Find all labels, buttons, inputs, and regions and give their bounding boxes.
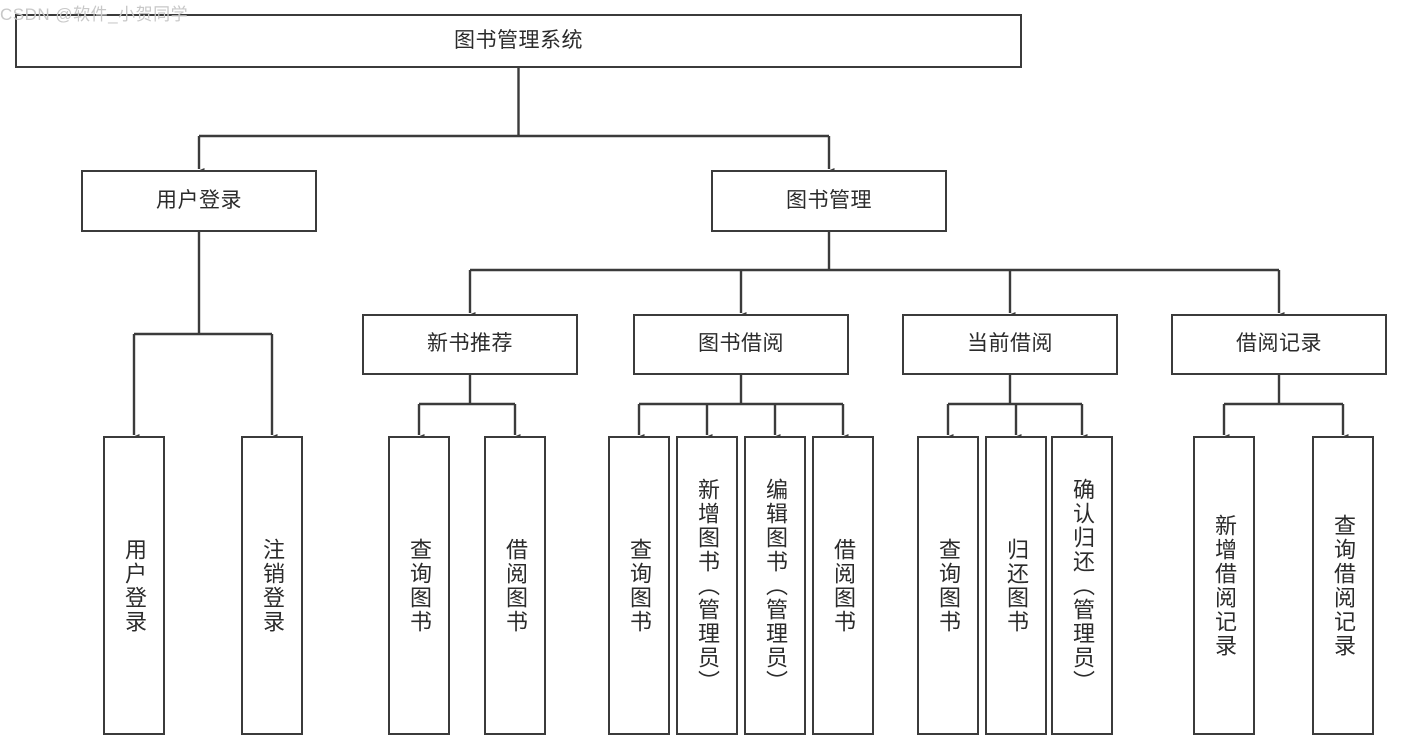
node-label: 图书管理 bbox=[786, 188, 872, 212]
node-label: 用户登录 bbox=[121, 537, 147, 634]
node-label: 当前借阅 bbox=[967, 332, 1053, 356]
node-label: 新增借阅记录 bbox=[1211, 513, 1237, 658]
node-login[interactable]: 用户登录 bbox=[81, 170, 317, 232]
node-leaf-borrow-2[interactable]: 新增图书（管理员） bbox=[676, 436, 738, 735]
node-label: 新书推荐 bbox=[427, 332, 513, 356]
node-leaf-borrow-1[interactable]: 查询图书 bbox=[608, 436, 670, 735]
node-label: 借阅记录 bbox=[1236, 332, 1322, 356]
node-label: 注销登录 bbox=[259, 537, 285, 634]
node-newbook[interactable]: 新书推荐 bbox=[362, 314, 578, 375]
node-leaf-rec-1[interactable]: 新增借阅记录 bbox=[1193, 436, 1255, 735]
csdn-watermark: CSDN @软件_小贺同学 bbox=[0, 5, 189, 24]
node-leaf-borrow-3[interactable]: 编辑图书（管理员） bbox=[744, 436, 806, 735]
node-label: 查询借阅记录 bbox=[1330, 513, 1356, 658]
node-label: 借阅图书 bbox=[830, 537, 856, 634]
node-leaf-rec-2[interactable]: 查询借阅记录 bbox=[1312, 436, 1374, 735]
node-label: 借阅图书 bbox=[502, 537, 528, 634]
node-leaf-cur-2[interactable]: 归还图书 bbox=[985, 436, 1047, 735]
node-label: 查询图书 bbox=[406, 537, 432, 634]
node-label: 图书借阅 bbox=[698, 332, 784, 356]
node-label: 图书管理系统 bbox=[454, 28, 583, 52]
node-current[interactable]: 当前借阅 bbox=[902, 314, 1118, 375]
node-root[interactable]: 图书管理系统 bbox=[15, 14, 1022, 68]
node-leaf-borrow-4[interactable]: 借阅图书 bbox=[812, 436, 874, 735]
node-records[interactable]: 借阅记录 bbox=[1171, 314, 1387, 375]
node-label: 查询图书 bbox=[935, 537, 961, 634]
node-label: 确认归还（管理员） bbox=[1069, 477, 1095, 694]
node-label: 用户登录 bbox=[156, 188, 242, 212]
node-leaf-login-1[interactable]: 用户登录 bbox=[103, 436, 165, 735]
node-bookmgmt[interactable]: 图书管理 bbox=[711, 170, 947, 232]
edge-group bbox=[128, 68, 1349, 443]
node-leaf-cur-3[interactable]: 确认归还（管理员） bbox=[1051, 436, 1113, 735]
node-leaf-cur-1[interactable]: 查询图书 bbox=[917, 436, 979, 735]
node-borrow[interactable]: 图书借阅 bbox=[633, 314, 849, 375]
node-leaf-new-1[interactable]: 查询图书 bbox=[388, 436, 450, 735]
node-label: 查询图书 bbox=[626, 537, 652, 634]
node-label: 新增图书（管理员） bbox=[694, 477, 720, 694]
node-label: 编辑图书（管理员） bbox=[762, 477, 788, 694]
node-leaf-login-2[interactable]: 注销登录 bbox=[241, 436, 303, 735]
node-leaf-new-2[interactable]: 借阅图书 bbox=[484, 436, 546, 735]
node-label: 归还图书 bbox=[1003, 537, 1029, 634]
